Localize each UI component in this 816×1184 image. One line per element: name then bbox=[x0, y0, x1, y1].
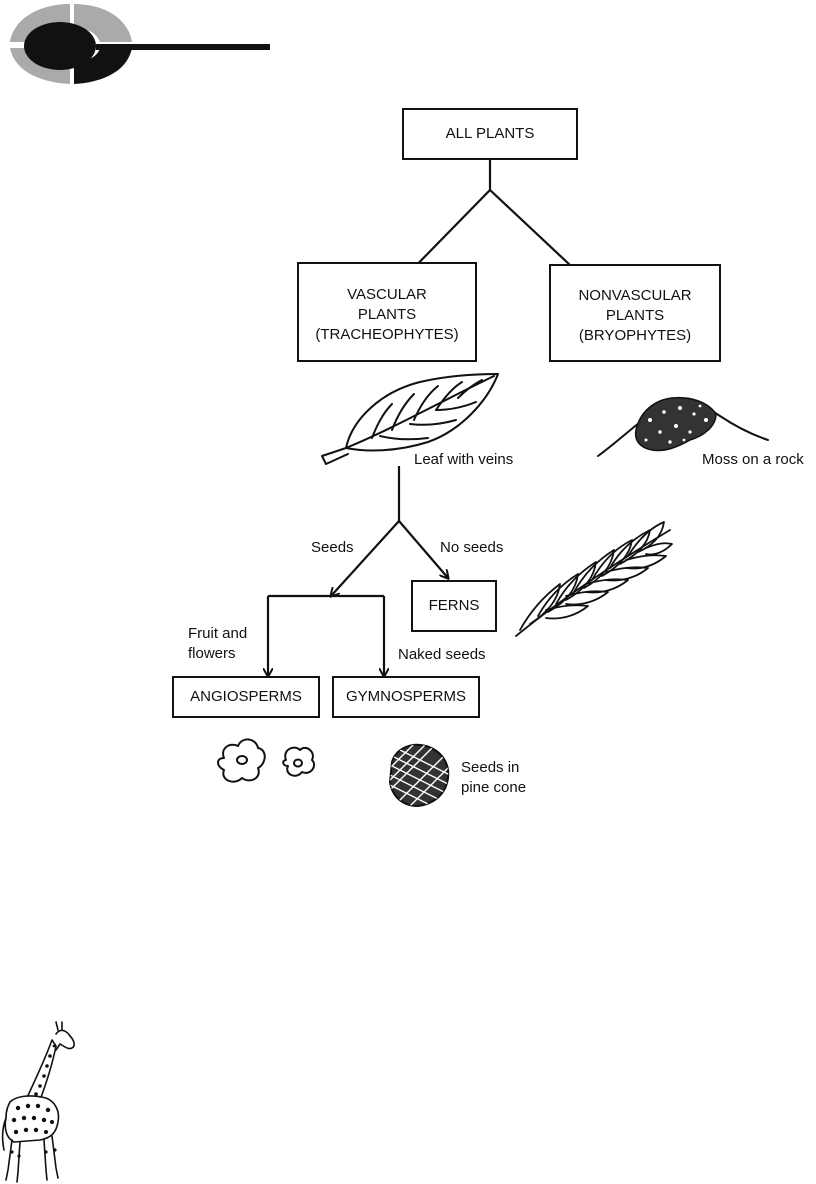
node-gymnosperms-label: GYMNOSPERMS bbox=[346, 687, 466, 707]
label-no-seeds: No seeds bbox=[440, 538, 503, 558]
node-nonvascular-line-2: PLANTS bbox=[578, 306, 691, 326]
node-angiosperms: ANGIOSPERMS bbox=[172, 676, 320, 718]
label-naked-seeds: Naked seeds bbox=[398, 645, 486, 665]
label-seeds: Seeds bbox=[311, 538, 354, 558]
node-vascular-line-3: (TRACHEOPHYTES) bbox=[315, 325, 458, 345]
label-fruit-and-flowers: Fruit and flowers bbox=[188, 624, 247, 664]
node-nonvascular-line-3: (BRYOPHYTES) bbox=[578, 326, 691, 346]
node-gymnosperms: GYMNOSPERMS bbox=[332, 676, 480, 718]
node-ferns-label: FERNS bbox=[429, 596, 480, 616]
label-seeds-in-pine-cone-line-1: Seeds in bbox=[461, 758, 526, 778]
node-angiosperms-label: ANGIOSPERMS bbox=[190, 687, 302, 707]
node-all-plants: ALL PLANTS bbox=[402, 108, 578, 160]
arrow-to-seeds bbox=[331, 521, 399, 596]
label-leaf-with-veins: Leaf with veins bbox=[414, 450, 513, 470]
label-seeds-in-pine-cone-line-2: pine cone bbox=[461, 778, 526, 798]
label-fruit-and-flowers-line-2: flowers bbox=[188, 644, 247, 664]
node-all-plants-label: ALL PLANTS bbox=[446, 124, 535, 144]
node-nonvascular-line-1: NONVASCULAR bbox=[578, 286, 691, 306]
label-fruit-and-flowers-line-1: Fruit and bbox=[188, 624, 247, 644]
node-nonvascular-plants: NONVASCULAR PLANTS (BRYOPHYTES) bbox=[549, 264, 721, 362]
node-vascular-plants: VASCULAR PLANTS (TRACHEOPHYTES) bbox=[297, 262, 477, 362]
node-ferns: FERNS bbox=[411, 580, 497, 632]
node-vascular-line-1: VASCULAR bbox=[315, 285, 458, 305]
node-vascular-line-2: PLANTS bbox=[315, 305, 458, 325]
label-moss-on-rock: Moss on a rock bbox=[702, 450, 804, 470]
label-seeds-in-pine-cone: Seeds in pine cone bbox=[461, 758, 526, 798]
